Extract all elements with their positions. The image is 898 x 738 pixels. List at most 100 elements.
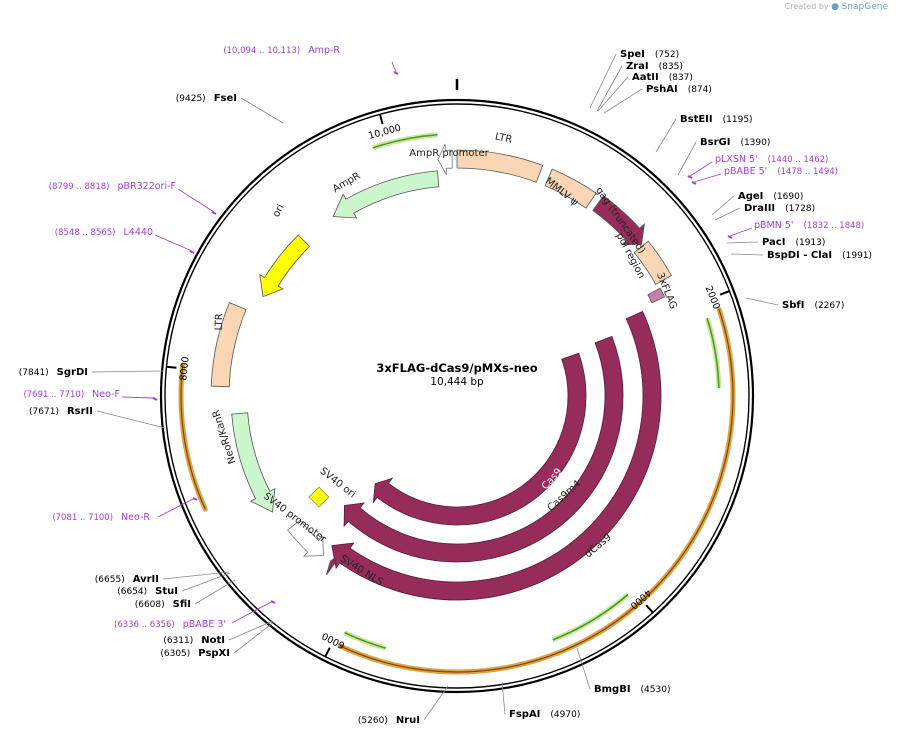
feature-cas9[interactable] (372, 352, 587, 526)
enzyme-leader (677, 141, 697, 176)
enzyme-position: (1728) (785, 204, 815, 214)
primer-name: pBMN 5' (754, 220, 794, 231)
tick-label-6000: 6000 (320, 630, 347, 651)
enzyme-leader (240, 97, 284, 124)
enzyme-name: RsrII (67, 406, 93, 417)
feature-sv40-promoter[interactable] (287, 519, 324, 557)
primer-leader (231, 600, 274, 624)
enzyme-site[interactable]: (7841)SgrDI (19, 367, 88, 378)
tick-label-8000: 8000 (178, 356, 191, 381)
enzyme-position: (1390) (740, 138, 770, 148)
enzyme-site[interactable]: BstEII(1195) (680, 114, 753, 125)
snapgene-credit: Created by ● SnapGene (785, 2, 888, 12)
enzyme-name: ZraI (626, 61, 649, 72)
primer-mark (189, 250, 195, 254)
feature-gag-truncated-[interactable] (592, 195, 645, 246)
feature-cas9m4[interactable] (343, 335, 624, 563)
enzyme-leader (596, 65, 623, 112)
enzyme-leader (730, 253, 764, 256)
primer-site[interactable]: pBMN 5'(1832 .. 1848) (754, 220, 864, 231)
enzyme-leader (501, 681, 506, 715)
primer-site[interactable]: (10,094 .. 10,113)Amp-R (223, 45, 340, 56)
enzyme-leader (233, 621, 275, 654)
enzyme-site[interactable]: SbfI (2267) (782, 300, 844, 311)
enzyme-site[interactable]: BsrGI (1390) (700, 137, 770, 148)
enzyme-name: BsrGI (700, 137, 730, 148)
enzyme-site[interactable]: (6305)PspXI (160, 648, 230, 659)
primer-site[interactable]: pBABE 5'(1478 .. 1494) (724, 166, 838, 177)
primer-mark (192, 497, 198, 501)
primer-position: (1478 .. 1494) (777, 167, 838, 177)
enzyme-position: (837) (669, 73, 693, 83)
enzyme-leader (745, 297, 779, 306)
enzyme-site[interactable]: PshAI(874) (646, 84, 712, 95)
enzyme-site[interactable]: (7671)RsrII (29, 406, 93, 417)
enzyme-site[interactable]: (9425)FseI (176, 93, 237, 104)
primer-site[interactable]: (8548 .. 8565)L4440 (55, 227, 153, 238)
feature-neor-kanr[interactable] (231, 412, 276, 513)
enzyme-name: SfiI (173, 599, 191, 610)
primer-site[interactable]: (8799 .. 8818)pBR322ori-F (49, 181, 176, 192)
feature-label: LTR (214, 313, 226, 331)
enzyme-name: NotI (201, 635, 225, 646)
feature-sv40-ori[interactable] (308, 486, 330, 508)
primer-binding-arc (551, 592, 630, 643)
primer-position: (1440 .. 1462) (768, 155, 829, 165)
tick-4000 (645, 604, 654, 614)
enzyme-leader (589, 53, 617, 109)
enzyme-site[interactable]: BmgBI(4530) (594, 684, 670, 695)
primer-site[interactable]: pLXSN 5'(1440 .. 1462) (715, 154, 828, 165)
primer-position: (8548 .. 8565) (55, 228, 116, 238)
primer-binding-core (706, 317, 720, 388)
enzyme-leader (423, 685, 449, 721)
enzyme-site[interactable]: AgeI(1690) (738, 191, 803, 202)
feature-3xflag[interactable] (647, 287, 666, 304)
feature-ltr[interactable] (210, 302, 247, 388)
enzyme-site[interactable]: BspDI - ClaI(1991) (767, 250, 872, 261)
enzyme-site[interactable]: SpeI(752) (620, 49, 679, 60)
enzyme-site[interactable]: (5260) NruI (358, 715, 420, 726)
enzyme-site[interactable]: (6608) SfiI (135, 599, 191, 610)
primer-site[interactable]: (7691 .. 7710)Neo-F (23, 389, 120, 400)
enzyme-leader (726, 241, 759, 244)
enzyme-leader (181, 572, 231, 592)
enzyme-site[interactable]: AatII(837) (632, 72, 693, 83)
feature-pol-region[interactable] (633, 240, 673, 285)
primer-site[interactable]: (6336 .. 6356)pBABE 3' (114, 619, 226, 630)
enzyme-site[interactable]: PacI(1913) (762, 237, 825, 248)
enzyme-name: SgrDI (57, 367, 88, 378)
feature-mmlv-[interactable] (544, 168, 597, 209)
primer-binding-arc (704, 317, 722, 389)
enzyme-position: (1690) (773, 192, 803, 202)
enzyme-site[interactable]: DraIII (1728) (744, 203, 815, 214)
enzyme-position: (5260) (358, 716, 388, 726)
enzyme-position: (6305) (160, 649, 190, 659)
feature-ampr-promoter[interactable] (437, 143, 453, 175)
backbone-inner (164, 103, 750, 689)
enzyme-site[interactable]: (6655)AvrII (95, 574, 159, 585)
enzyme-site[interactable]: (6654)StuI (117, 586, 178, 597)
enzyme-leader (162, 571, 230, 580)
primer-leader (177, 188, 215, 213)
enzyme-name: BstEII (680, 114, 713, 125)
primer-position: (6336 .. 6356) (114, 620, 175, 630)
enzyme-site[interactable]: (6311)NotI (163, 635, 225, 646)
feature-ltr[interactable] (456, 149, 544, 183)
primer-site[interactable]: (7081 .. 7100)Neo-R (52, 512, 150, 523)
enzyme-name: NruI (396, 715, 420, 726)
feature-ampr[interactable] (332, 170, 440, 219)
feature-ori[interactable] (259, 234, 311, 298)
enzyme-position: (6608) (135, 600, 165, 610)
feature-dcas9[interactable] (331, 310, 662, 601)
enzyme-position: (2267) (814, 301, 844, 311)
primer-position: (7691 .. 7710) (23, 390, 84, 400)
enzyme-site[interactable]: ZraI(835) (626, 61, 683, 72)
enzyme-name: SbfI (782, 300, 804, 311)
feature-label: LTR (494, 131, 513, 145)
enzyme-leader (711, 195, 735, 216)
primer-name: pBR322ori-F (117, 181, 176, 192)
enzyme-name: DraIII (744, 203, 775, 214)
enzyme-site[interactable]: FspAI(4970) (509, 709, 580, 720)
enzyme-position: (1913) (795, 238, 825, 248)
